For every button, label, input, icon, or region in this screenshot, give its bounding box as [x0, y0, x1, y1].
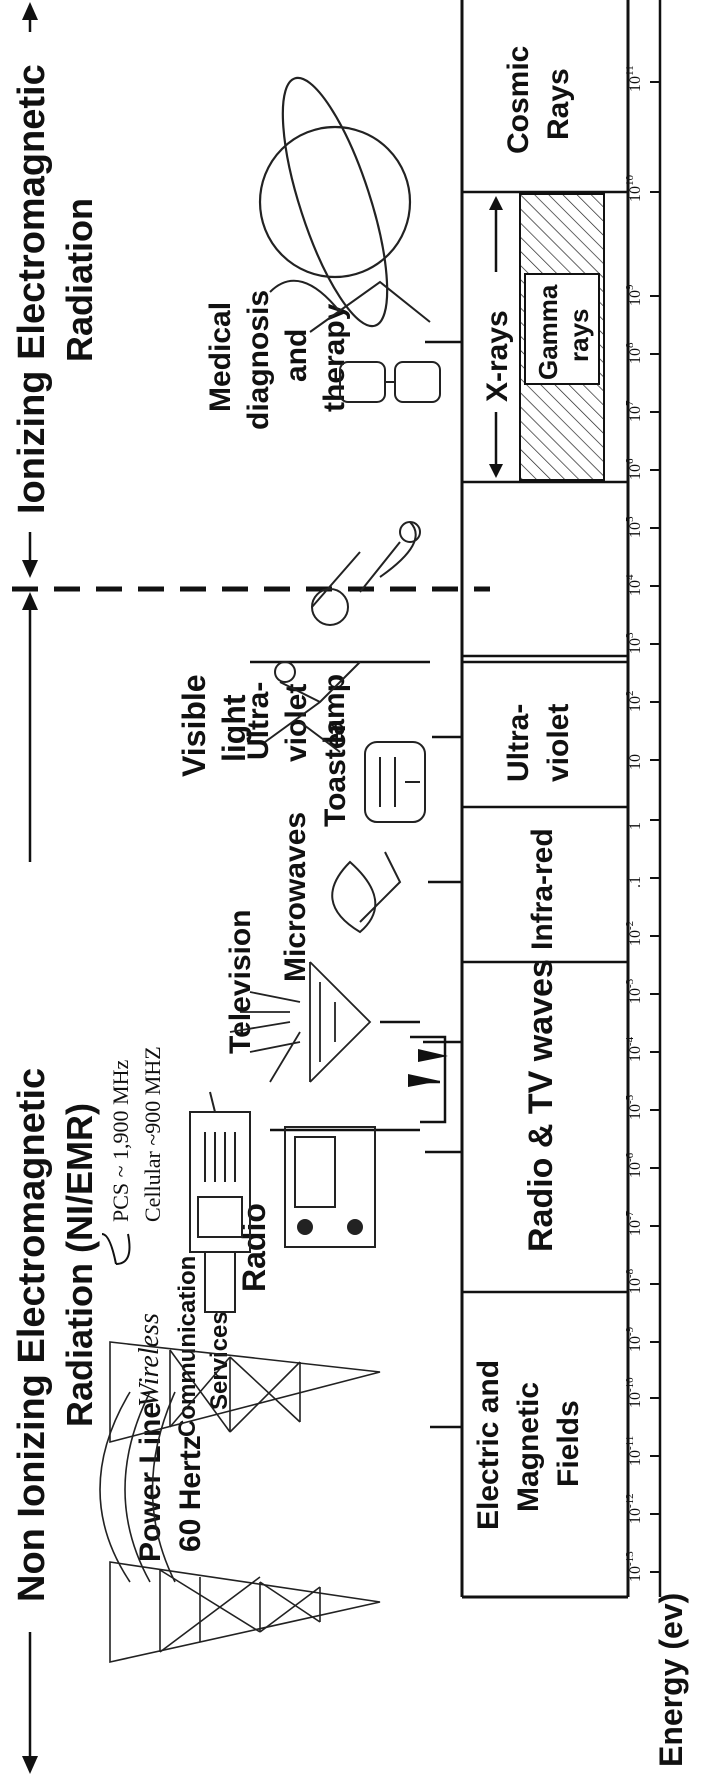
label-visible-light-l2: light [216, 694, 252, 762]
label-uv-lamp-l1: Ultra- [242, 682, 275, 760]
tv-arrows [408, 1049, 448, 1087]
toaster-illustration [364, 741, 426, 823]
power-tower-illustration [99, 1341, 381, 1663]
energy-tick-label: 10-6 [624, 1152, 644, 1178]
energy-tick-label: 109 [624, 284, 644, 306]
energy-tick-label: 10-3 [624, 978, 644, 1004]
wireless-brace [101, 1233, 131, 1265]
label-medical-l1: Medical [204, 302, 237, 412]
energy-tick-label: 103 [624, 632, 644, 654]
label-toaster: Toaster [319, 721, 352, 827]
label-visible-light: Visible light [176, 674, 252, 777]
energy-tick-label: 1010 [624, 175, 644, 203]
ionizing-arrow [8, 2, 56, 578]
satellite-dish-illustration [331, 851, 402, 934]
non-ionizing-title-line1: Non Ionizing Electromagnetic [11, 1068, 53, 1602]
label-power-line-l2: 60 Hertz [174, 1435, 207, 1552]
connector-lines [250, 340, 462, 1429]
band-electric-magnetic: Electric and Magnetic Fields [472, 1360, 585, 1530]
band-electric-magnetic-line3: Fields [552, 1400, 585, 1487]
energy-tick-label: 10-4 [624, 1036, 644, 1062]
energy-tick-label: 1011 [624, 65, 644, 92]
energy-tick-label: 105 [624, 516, 644, 538]
label-uv-lamp-l3: lamp [318, 674, 351, 744]
label-wireless-l3: Services [206, 1311, 233, 1410]
label-microwaves: Microwaves [279, 812, 312, 982]
band-ultraviolet-line1: Ultra- [502, 704, 535, 782]
tv-tower-illustration [229, 961, 372, 1083]
band-gamma-line2: rays [564, 309, 594, 363]
band-infrared: Infra-red [526, 828, 559, 950]
label-medical-l2: diagnosis [242, 290, 275, 430]
medical-equipment-illustration [269, 279, 441, 403]
energy-axis-ticks: 10-13 10-12 10-11 10-10 10-9 10-8 10-7 10-6 10-5… [624, 65, 660, 1582]
band-ultraviolet: Ultra- violet [502, 704, 575, 782]
energy-tick-label: 106 [624, 458, 644, 480]
energy-tick-label: 10-11 [624, 1436, 644, 1466]
label-visible-light-l1: Visible [176, 674, 212, 777]
band-radio-tv: Radio & TV waves [522, 959, 560, 1252]
label-uv-lamp: Ultra- violet lamp [242, 674, 351, 762]
label-medical: Medical diagnosis and therapy [204, 290, 351, 430]
ionizing-title-line2: Radiation [59, 198, 100, 362]
label-pcs: PCS ~ 1,900 MHz [108, 1060, 133, 1222]
label-medical-l3: and [280, 329, 313, 382]
energy-tick-label: 104 [624, 574, 644, 596]
non-ionizing-arrow [8, 592, 98, 1774]
label-television: Television [224, 910, 257, 1055]
band-gamma: Gamma rays [533, 284, 594, 380]
radio-illustration [284, 1126, 376, 1248]
band-table [460, 0, 630, 1599]
energy-tick-label: 10-12 [624, 1493, 644, 1524]
energy-tick-label: 102 [624, 691, 644, 713]
band-electric-magnetic-line1: Electric and [472, 1360, 505, 1530]
energy-tick-label: 10-13 [624, 1551, 644, 1582]
uv-lamp-illustration [311, 521, 421, 626]
energy-tick-label: 10-5 [624, 1094, 644, 1120]
energy-tick-label: 10-7 [624, 1210, 644, 1236]
person-light-illustration [264, 661, 361, 753]
band-xrays: X-rays [476, 196, 514, 478]
rotated-diagram: Non Ionizing Electromagnetic Radiation (… [8, 0, 689, 1774]
energy-tick-label: 10-8 [624, 1268, 644, 1294]
band-cosmic-line1: Cosmic [502, 46, 535, 154]
energy-tick-label: 107 [624, 400, 644, 422]
ionizing-title-line1: Ionizing Electromagnetic [11, 64, 53, 514]
energy-tick-label: 10 [627, 754, 644, 770]
band-cosmic-line2: Rays [542, 68, 575, 140]
band-electric-magnetic-line2: Magnetic [512, 1382, 545, 1512]
energy-tick-label: 10-10 [624, 1377, 644, 1408]
band-ultraviolet-line2: violet [542, 704, 575, 782]
energy-tick-label: 10-2 [624, 921, 644, 946]
band-xrays-label: X-rays [481, 310, 514, 402]
saturn-illustration [258, 76, 412, 328]
energy-tick-label: 1 [627, 822, 644, 830]
energy-tick-label: .1 [627, 876, 644, 888]
label-medical-l4: therapy [318, 303, 351, 412]
band-gamma-line1: Gamma [533, 284, 563, 380]
label-cellular: Cellular ~900 MHZ [140, 1046, 165, 1222]
energy-tick-label: 108 [624, 342, 644, 364]
label-wireless-l2: Communication [174, 1256, 201, 1437]
non-ionizing-title-line2: Radiation (NI/EMR) [59, 1103, 100, 1427]
energy-tick-label: 10-9 [624, 1326, 644, 1352]
label-wireless-l1: Wireless [134, 1313, 165, 1407]
gamma-rays-box [524, 273, 600, 385]
energy-axis-label: Energy (ev) [653, 1593, 689, 1767]
cellphone-illustration [189, 1091, 251, 1313]
band-cosmic: Cosmic Rays [502, 46, 575, 154]
